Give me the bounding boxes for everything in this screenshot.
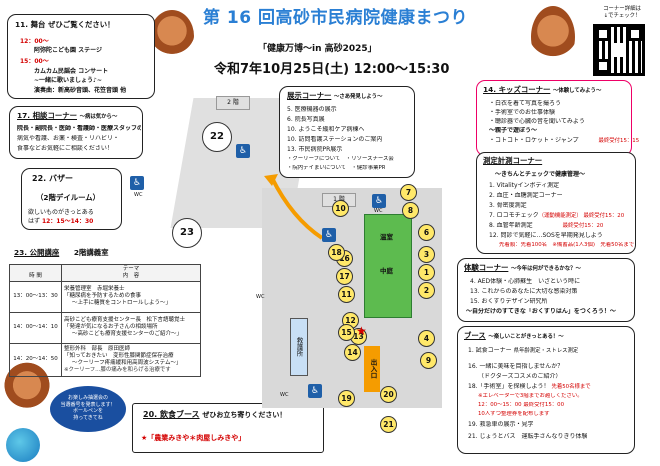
hospital-map: 2 階 1 階 温室 中庭 救護所 出入口 22 23 5 7 8 6 3 1 … bbox=[130, 96, 467, 433]
kids-heading: 14. キッズコーナー ～体験してみよう～ bbox=[483, 85, 602, 94]
map-number-9: 9 bbox=[420, 352, 437, 369]
booth-heading: ブース ～楽しいことがきっとある！～ bbox=[464, 331, 564, 340]
wheelchair-icon: ♿ bbox=[372, 194, 386, 208]
lecture-col-theme: テーマ内 容 bbox=[61, 264, 201, 282]
event-subtitle: 「健康万博～in 高砂2025」 bbox=[258, 44, 377, 54]
mascot-speech-bubble: お楽しみ抽選会の 当選番号を発表します！ ボールペンを 持ってきてね bbox=[50, 386, 126, 432]
qr-caption: コーナー詳細は ↓でチェック！ bbox=[603, 6, 641, 19]
stage-heading: 11. 舞台 ぜひご覧ください！ bbox=[15, 20, 115, 29]
wheelchair-icon: ♿ bbox=[308, 384, 322, 398]
experience-box: 体験コーナー ～今年は何ができるかな？～ 4. AED体験・心肺蘇生 いざという… bbox=[457, 258, 635, 322]
lecture-heading: 23. 公開講座 2階講義室 bbox=[14, 248, 109, 257]
bazaar-heading: 22. バザー bbox=[32, 174, 73, 183]
map-number-19: 19 bbox=[338, 390, 355, 407]
route-arrow bbox=[264, 174, 324, 240]
map-number-23: 23 bbox=[172, 218, 202, 248]
experience-heading: 体験コーナー ～今年は何ができるかな？～ bbox=[464, 263, 581, 272]
map-number-22: 22 bbox=[202, 122, 232, 152]
page-title: 第 16 回高砂市民病院健康まつり bbox=[203, 8, 468, 28]
map-number-15: 15 bbox=[338, 324, 355, 341]
map-number-4: 4 bbox=[418, 330, 435, 347]
bazaar-last-line: はず 12：15～14：30 bbox=[28, 218, 94, 225]
food-box: 20. 飲食ブース ぜひお立ち寄りください！ ★「農業みきや＊肉屋しみきや」 bbox=[132, 403, 324, 453]
map-number-18: 18 bbox=[328, 244, 345, 261]
exhibit-heading: 展示コーナー ～さあ発見しよう～ bbox=[287, 91, 383, 100]
consult-box: 17. 相談コーナー ～病は気から～ 院長・副院長・医師・看護師・医療スタッフの… bbox=[9, 106, 143, 159]
booth-box: ブース ～楽しいことがきっとある！～ 1. 試食コーナー 県年齢測定・ストレス測… bbox=[457, 326, 635, 454]
food-heading: 20. 飲食ブース ぜひお立ち寄りください！ bbox=[143, 410, 287, 419]
exhibit-box: 展示コーナー ～さあ発見しよう～ 5. 医療機器の展示 6. 院長写真展 10.… bbox=[279, 86, 415, 178]
first-aid-room: 救護所 bbox=[290, 318, 308, 376]
map-number-20: 20 bbox=[380, 386, 397, 403]
lecture-table: 時 間 テーマ内 容 13：00～13：30 栄養管理室 赤堀栄養士「糖尿病を予… bbox=[9, 264, 201, 377]
wheelchair-icon: ♿ bbox=[130, 176, 144, 190]
map-number-10: 10 bbox=[332, 200, 349, 217]
map-number-2: 2 bbox=[418, 282, 435, 299]
map-number-17: 17 bbox=[336, 268, 353, 285]
floor2-label: 2 階 bbox=[216, 96, 250, 110]
courtyard: 温室 中庭 bbox=[364, 214, 412, 318]
map-number-3: 3 bbox=[418, 246, 435, 263]
mascot-top-left-illustration bbox=[150, 10, 194, 62]
measurement-heading: 測定計測コーナー bbox=[483, 156, 543, 165]
entrance-sign: 出入口 bbox=[364, 346, 380, 392]
bazaar-box: 22. バザー （2階デイルーム） 欲しいものがきっとある はず 12：15～1… bbox=[21, 168, 122, 230]
mascot-top-right-illustration bbox=[531, 6, 575, 68]
consult-heading: 17. 相談コーナー ～病は気から～ bbox=[17, 111, 118, 120]
map-number-14: 14 bbox=[344, 344, 361, 361]
map-number-6: 6 bbox=[418, 224, 435, 241]
measurement-box: 測定計測コーナー ～きちんとチェックで健康管理～ 1. Vitalityインボデ… bbox=[476, 152, 636, 254]
kids-box: 14. キッズコーナー ～体験してみよう～ ・白衣を着て写真を撮ろう ・手術室で… bbox=[476, 80, 639, 156]
lecture-col-time: 時 間 bbox=[9, 264, 62, 282]
map-number-21: 21 bbox=[380, 416, 397, 433]
qr-code[interactable] bbox=[593, 24, 645, 76]
map-number-1: 1 bbox=[418, 264, 435, 281]
table-row: 13：00～13：30 栄養管理室 赤堀栄養士「糖尿病を予防するための食事～上手… bbox=[9, 280, 201, 313]
map-number-8: 8 bbox=[402, 202, 419, 219]
table-row: 14：20～14：50 整形外科 部長 原田医師「知っておきたい 変形性膝関節症… bbox=[9, 342, 201, 377]
stage-box: 11. 舞台 ぜひご覧ください！ 12：00～ 阿弥陀こども園 ステージ 15：… bbox=[7, 14, 155, 99]
wheelchair-icon: ♿ bbox=[322, 228, 336, 242]
map-number-11: 11 bbox=[338, 286, 355, 303]
globe-illustration bbox=[6, 428, 40, 462]
event-date-time: 令和7年10月25日(土) 12:00～15:30 bbox=[214, 62, 450, 77]
wheelchair-icon: ♿ bbox=[236, 144, 250, 158]
current-location-star: ★ bbox=[356, 324, 367, 338]
map-number-7: 7 bbox=[400, 184, 417, 201]
